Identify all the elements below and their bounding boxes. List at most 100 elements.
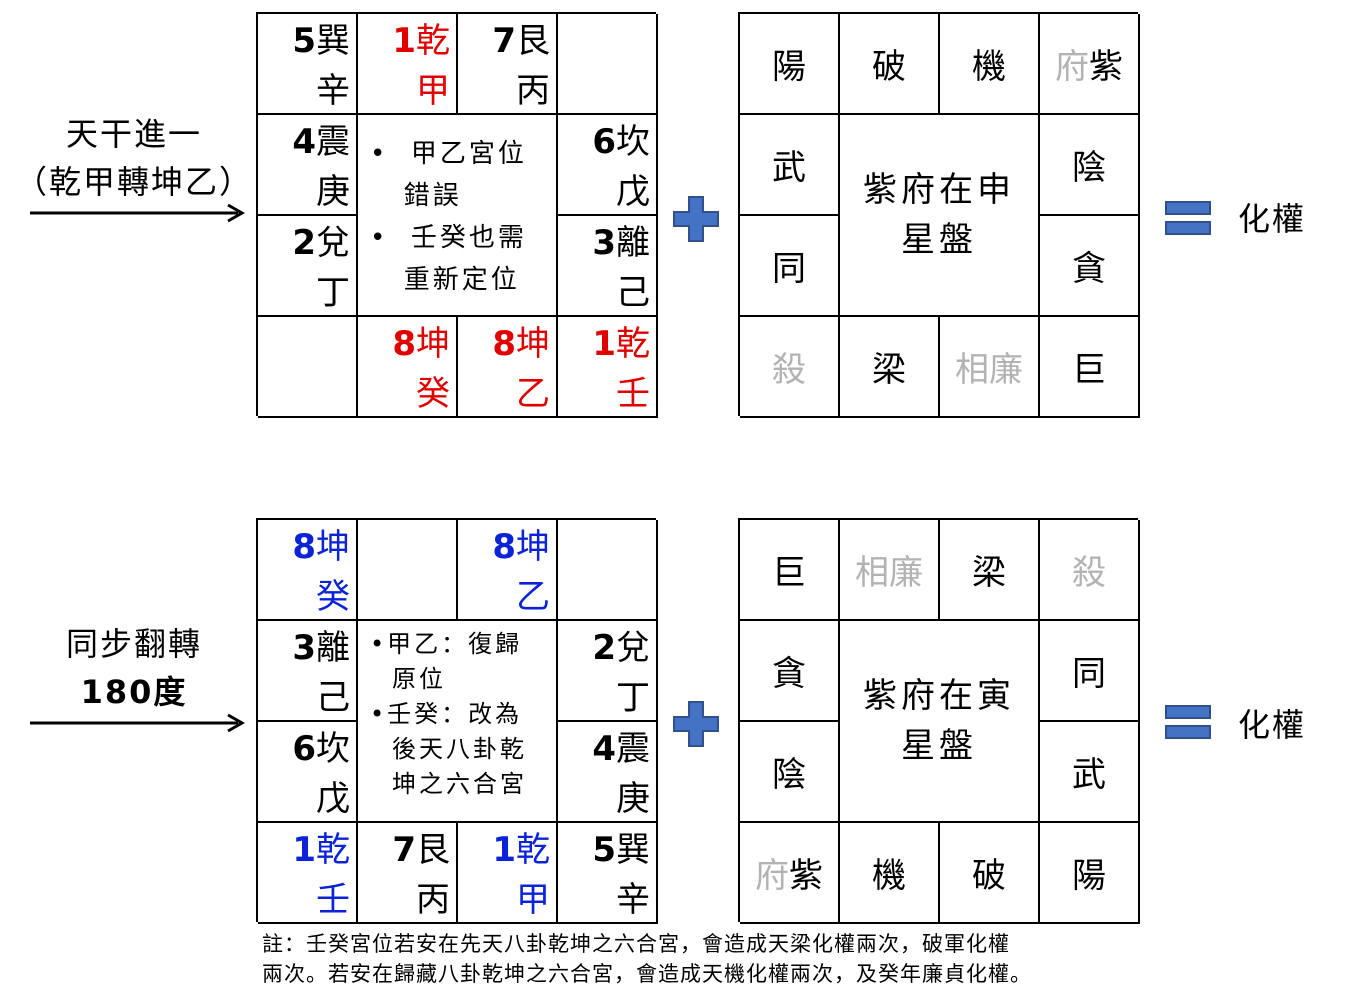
top-bagua-center: • 甲乙宮位 錯誤 • 壬癸也需 重新定位 [358, 115, 558, 317]
star-cell: 破 [940, 823, 1040, 924]
bagua-trigram-name: 坎 [616, 122, 650, 162]
bottom-notes: •甲乙：復歸 原位 •壬癸：改為 後天八卦乾 坤之六合宮 [370, 627, 527, 802]
bagua-stem: 丙 [416, 880, 450, 920]
bagua-cell: 2兌丁 [258, 216, 358, 317]
bagua-trigram: 7艮 [392, 829, 450, 871]
bagua-trigram: 1乾 [492, 829, 550, 871]
bagua-cell: 3離己 [558, 216, 658, 317]
star-cell: 同 [1040, 621, 1140, 722]
bagua-number: 8 [492, 527, 516, 567]
bagua-number: 7 [392, 830, 416, 870]
bagua-stem: 乙 [516, 577, 550, 617]
bagua-cell [358, 520, 458, 621]
bagua-trigram-name: 巽 [616, 830, 650, 870]
star-main: 武 [1072, 755, 1106, 795]
bagua-number: 5 [592, 830, 616, 870]
bagua-trigram-name: 離 [316, 628, 350, 668]
star-cell: 相廉 [940, 317, 1040, 418]
bagua-trigram-name: 坎 [316, 729, 350, 769]
top-star-grid: 紫府在申 星盤 陽破機府紫武陰同貪殺梁相廉巨 [738, 12, 1140, 418]
bagua-cell: 7艮丙 [358, 823, 458, 924]
star-main: 梁 [872, 350, 906, 390]
bottom-result: 化權 [1238, 706, 1307, 744]
star-dim: 相廉 [955, 350, 1023, 390]
bagua-number: 7 [492, 21, 516, 61]
star-cell: 貪 [1040, 216, 1140, 317]
bagua-cell: 1乾壬 [258, 823, 358, 924]
star-dim: 府 [1055, 47, 1089, 87]
star-main: 機 [972, 47, 1006, 87]
bagua-number: 1 [392, 21, 416, 61]
star-cell: 陰 [1040, 115, 1140, 216]
top-note-2: 錯誤 [403, 181, 462, 211]
bagua-trigram-name: 乾 [616, 324, 650, 364]
star-cell: 巨 [1040, 317, 1140, 418]
star-dim: 殺 [772, 350, 806, 390]
star-cell: 機 [940, 14, 1040, 115]
bagua-cell [558, 520, 658, 621]
top-label-line2: （乾甲轉坤乙） [14, 163, 253, 201]
bullet-icon: • [370, 139, 389, 169]
bagua-trigram: 5巽 [292, 20, 350, 62]
star-main: 機 [872, 856, 906, 896]
bagua-trigram-name: 兌 [616, 628, 650, 668]
bagua-trigram: 7艮 [492, 20, 550, 62]
star-cell: 府紫 [740, 823, 840, 924]
bagua-trigram-name: 離 [616, 223, 650, 263]
bagua-trigram: 1乾 [392, 20, 450, 62]
star-dim: 府 [755, 856, 789, 896]
bagua-trigram: 8坤 [292, 526, 350, 568]
star-cell: 陰 [740, 722, 840, 823]
bagua-trigram: 5巽 [592, 829, 650, 871]
star-main: 陽 [772, 47, 806, 87]
bagua-number: 6 [292, 729, 316, 769]
footnote-line2: 兩次。若安在歸藏八卦乾坤之六合宮，會造成天機化權兩次，及癸年廉貞化權。 [262, 962, 1032, 986]
bagua-number: 2 [592, 628, 616, 668]
star-cell: 陽 [740, 14, 840, 115]
bagua-cell: 5巽辛 [258, 14, 358, 115]
bagua-trigram: 3離 [592, 222, 650, 264]
star-main: 武 [772, 148, 806, 188]
star-main: 陰 [772, 755, 806, 795]
bagua-number: 3 [592, 223, 616, 263]
bagua-number: 4 [292, 122, 316, 162]
star-cell: 梁 [840, 317, 940, 418]
bagua-stem: 丙 [516, 71, 550, 111]
bagua-trigram: 6坎 [592, 121, 650, 163]
star-cell: 府紫 [1040, 14, 1140, 115]
bagua-trigram: 8坤 [392, 323, 450, 365]
star-cell: 武 [1040, 722, 1140, 823]
bagua-trigram: 2兌 [592, 627, 650, 669]
bagua-number: 5 [292, 21, 316, 61]
bottom-label-line1: 同步翻轉 [65, 625, 202, 663]
star-main: 同 [1072, 654, 1106, 694]
star-main: 同 [772, 249, 806, 289]
bagua-cell: 6坎戊 [258, 722, 358, 823]
bottom-note-4: 後天八卦乾 [392, 735, 527, 763]
bagua-cell: 5巽辛 [558, 823, 658, 924]
bagua-trigram: 1乾 [592, 323, 650, 365]
bagua-trigram: 2兌 [292, 222, 350, 264]
bagua-number: 8 [292, 527, 316, 567]
bagua-cell: 1乾甲 [358, 14, 458, 115]
footnote-line1: 註：壬癸宮位若安在先天八卦乾坤之六合宮，會造成天梁化權兩次，破軍化權 [262, 932, 1010, 956]
star-main: 紫 [789, 856, 823, 896]
bagua-number: 4 [592, 729, 616, 769]
bagua-stem: 壬 [616, 374, 650, 414]
top-side-label: 天干進一 （乾甲轉坤乙） [14, 110, 254, 206]
bagua-trigram-name: 坤 [516, 324, 550, 364]
bagua-cell [258, 317, 358, 418]
bagua-trigram-name: 震 [316, 122, 350, 162]
top-center-line2: 星盤 [901, 220, 977, 260]
star-dim: 殺 [1072, 553, 1106, 593]
bagua-cell: 1乾甲 [458, 823, 558, 924]
star-cell: 機 [840, 823, 940, 924]
top-star-center: 紫府在申 星盤 [840, 115, 1040, 317]
star-main: 梁 [972, 553, 1006, 593]
top-notes: • 甲乙宮位 錯誤 • 壬癸也需 重新定位 [370, 133, 527, 301]
star-cell: 殺 [1040, 520, 1140, 621]
bagua-trigram-name: 坤 [516, 527, 550, 567]
bagua-cell: 3離己 [258, 621, 358, 722]
bagua-cell [558, 14, 658, 115]
